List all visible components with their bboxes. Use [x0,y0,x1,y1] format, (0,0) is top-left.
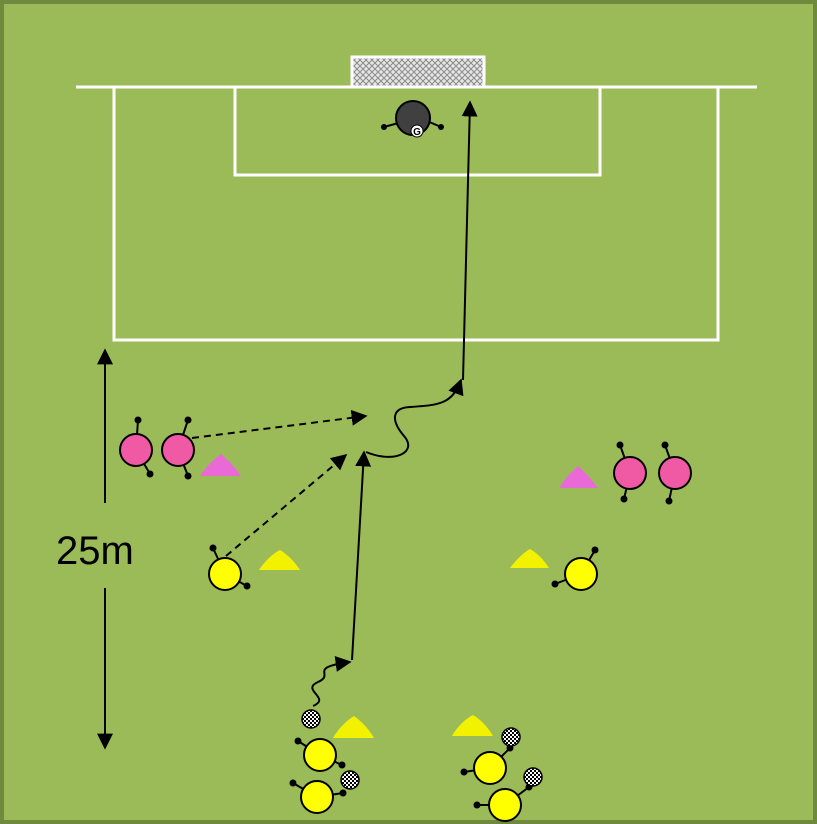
distance-label: 25m [56,528,134,574]
ball-icon [302,710,320,728]
ball-icon [524,768,542,786]
ball-icon [502,728,520,746]
goalkeeper-label: G [413,127,421,138]
goal-net-icon [352,57,484,87]
ball-icon [341,771,359,789]
